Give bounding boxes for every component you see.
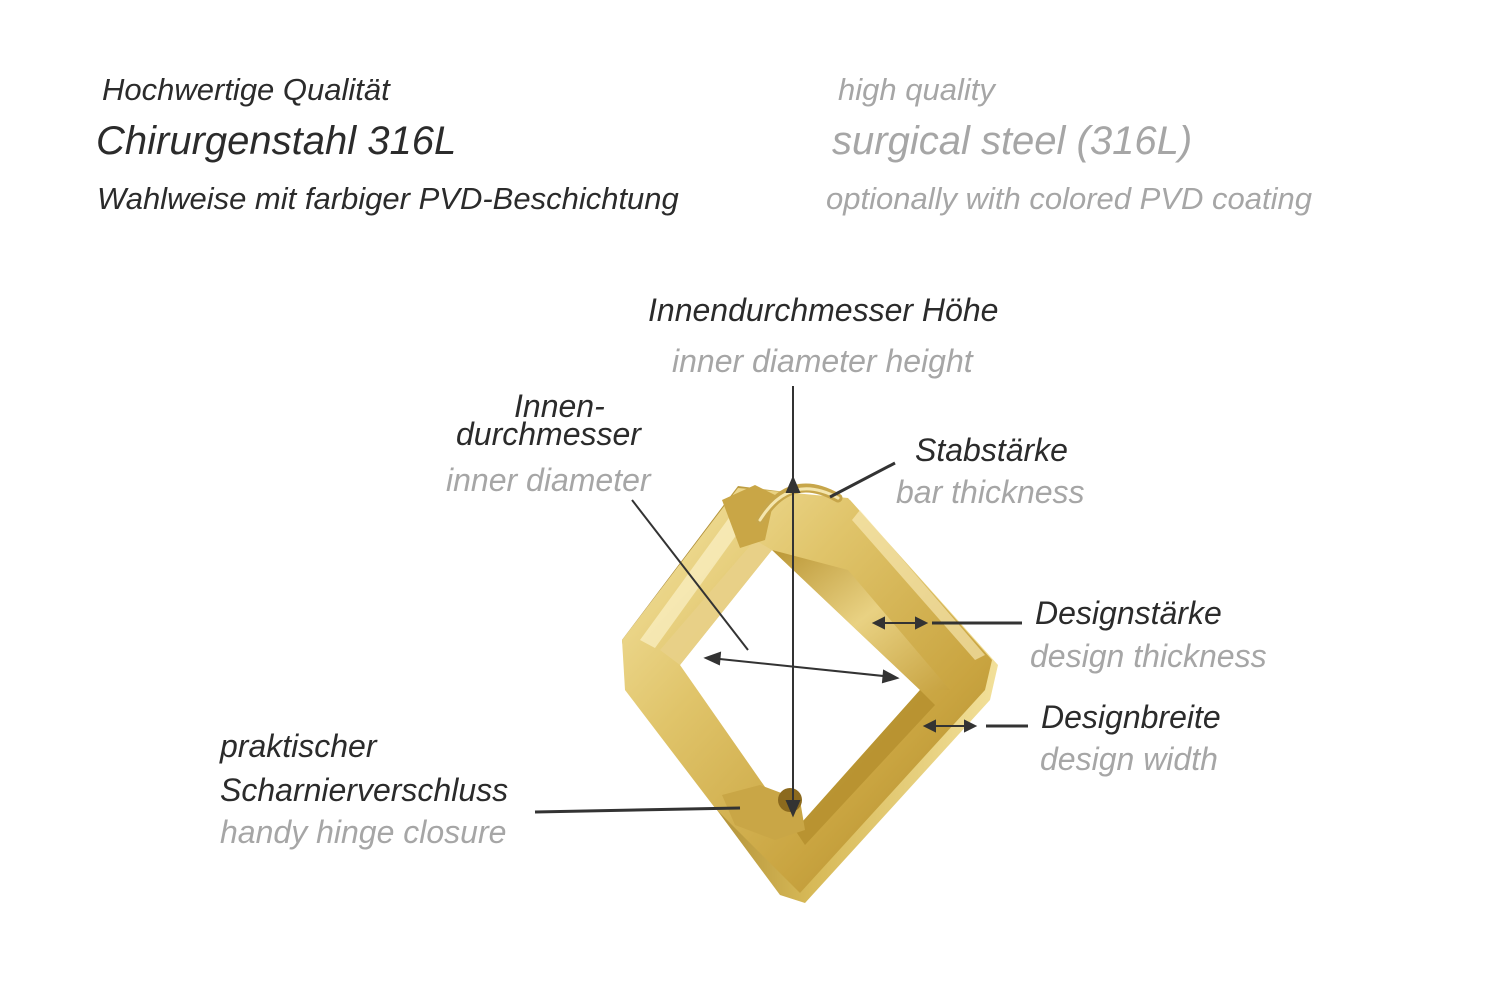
- inner-diameter-en-label: inner diameter: [446, 462, 651, 498]
- design-width-en-label: design width: [1040, 741, 1218, 777]
- measurement-lines: [534, 386, 1028, 818]
- design-thickness-de-label: Designstärke: [1035, 595, 1222, 631]
- design-width-de-label: Designbreite: [1041, 699, 1221, 735]
- quality-de-text: Hochwertige Qualität: [102, 72, 390, 107]
- material-de-text: Chirurgenstahl 316L: [96, 119, 457, 163]
- inner-height-de-label: Innendurchmesser Höhe: [648, 292, 999, 328]
- coating-en-text: optionally with colored PVD coating: [826, 181, 1312, 216]
- earring-body: [622, 485, 998, 903]
- inner-height-en-label: inner diameter height: [672, 343, 973, 379]
- inner-diameter-de-label-2: durchmesser: [456, 416, 641, 452]
- hinge-en-label: handy hinge closure: [220, 814, 507, 850]
- inner-diameter-de-label-1: Innen-: [514, 388, 605, 424]
- bar-thickness-en-label: bar thickness: [896, 474, 1085, 510]
- coating-de-text: Wahlweise mit farbiger PVD-Beschichtung: [97, 181, 679, 216]
- bar-thickness-de-label: Stabstärke: [915, 432, 1068, 468]
- hinge-de-label-1: praktischer: [220, 728, 377, 764]
- material-en-text: surgical steel (316L): [832, 119, 1193, 163]
- hinge-de-label-2: Scharnierverschluss: [220, 772, 509, 808]
- quality-en-text: high quality: [838, 72, 995, 107]
- design-thickness-en-label: design thickness: [1030, 638, 1267, 674]
